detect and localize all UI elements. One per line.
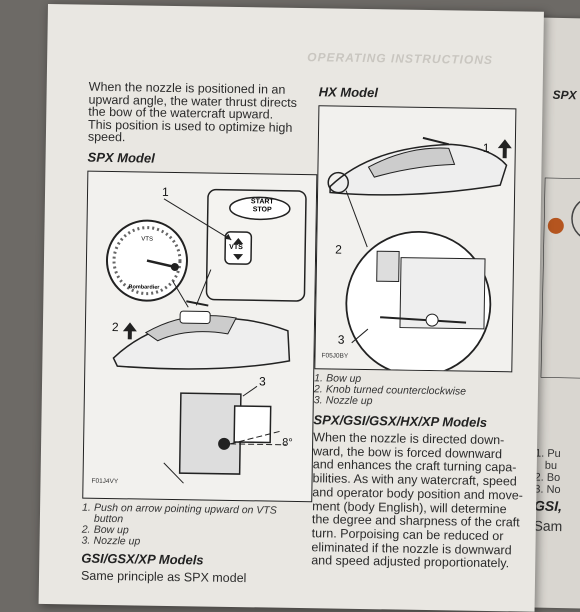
gauge-label: VTS xyxy=(141,235,154,243)
hx-figure: 1 2 3 F05J0BY xyxy=(314,105,517,373)
hx-callout-3: 3 xyxy=(337,332,345,347)
gsi-heading: GSI/GSX/XP Models xyxy=(81,550,204,568)
hx-figure-code: F05J0BY xyxy=(321,352,349,360)
multi-model-paragraph: When the nozzle is directed down- ward, … xyxy=(311,430,533,571)
caption-item: 3.Nozzle up xyxy=(81,534,141,548)
start-stop-label: START STOP xyxy=(250,197,274,214)
hx-caption: 1.Bow up 2.Knob turned counterclockwise … xyxy=(313,372,534,409)
right-column: HX Model 1 2 3 F05J0BY 1.Bow up xyxy=(311,84,539,571)
next-page-edge: SPX M 1. Pu bu 2. Bo 3. No GSI, Sam xyxy=(513,17,580,609)
next-page-heading-2: GSI, xyxy=(533,497,563,515)
next-page-text: Sam xyxy=(533,517,563,535)
next-page-caption: 1. Pu bu 2. Bo 3. No xyxy=(534,447,561,497)
spx-figure: 1 2 3 START STOP VTS VTS Bombardier 8° F… xyxy=(82,170,318,502)
caption-item: 3.Nozzle up xyxy=(313,394,373,408)
callout-1: 1 xyxy=(161,184,169,199)
spx-caption: 1.Push on arrow pointing upward on VTS b… xyxy=(81,501,320,550)
intro-paragraph: When the nozzle is positioned in an upwa… xyxy=(88,80,327,147)
hx-illustration xyxy=(327,136,512,372)
body-line: and speed adjusted proportionately. xyxy=(311,553,510,571)
next-page-heading: SPX M xyxy=(552,87,580,103)
manual-page: OPERATING INSTRUCTIONS When the nozzle i… xyxy=(38,4,544,612)
callout-3: 3 xyxy=(258,373,266,388)
faded-header: OPERATING INSTRUCTIONS xyxy=(307,50,494,67)
left-column: When the nozzle is positioned in an upwa… xyxy=(80,80,327,586)
spx-heading: SPX Model xyxy=(87,149,155,166)
hx-heading: HX Model xyxy=(318,84,378,101)
spx-illustration xyxy=(105,188,307,484)
gsi-text: Same principle as SPX model xyxy=(80,568,247,585)
gauge-brand: Bombardier xyxy=(128,283,160,291)
angle-label: 8° xyxy=(282,436,293,449)
multi-model-heading: SPX/GSI/GSX/HX/XP Models xyxy=(313,412,488,430)
figure-code: F01J4VY xyxy=(91,477,119,485)
hx-callout-2: 2 xyxy=(335,242,342,257)
next-page-figure xyxy=(540,177,580,379)
hx-callout-1: 1 xyxy=(482,140,490,155)
vts-button-label: VTS xyxy=(229,243,243,251)
callout-2: 2 xyxy=(111,319,119,334)
